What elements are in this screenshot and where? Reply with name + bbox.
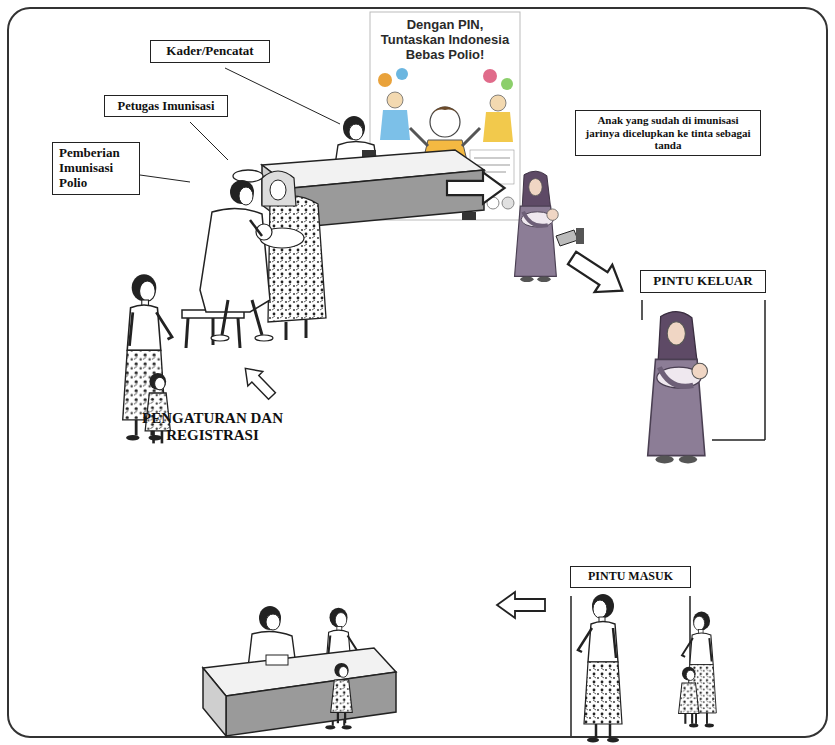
drawing-circle <box>396 68 408 80</box>
drawing-ellipse <box>343 116 365 140</box>
drawing-line <box>474 158 510 159</box>
drawing-line <box>285 322 288 340</box>
drawing-ellipse <box>266 614 280 630</box>
drawing-path <box>262 171 296 206</box>
ink-hand <box>556 228 584 246</box>
label-box: Anak yang sudah di imunisasi jarinya dic… <box>575 110 761 156</box>
drawing-line <box>764 300 766 440</box>
poster-title: Dengan PIN, Tuntaskan Indonesia Bebas Po… <box>373 18 517 63</box>
drawing-rect <box>576 228 584 244</box>
desk <box>203 648 396 736</box>
drawing-path <box>380 110 410 140</box>
mother-figure <box>648 312 708 464</box>
box-text: Anak yang sudah di imunisasi jarinya dic… <box>582 114 754 152</box>
box-text: Kader/Pencatat <box>157 44 263 59</box>
box-text: PINTU MASUK <box>577 570 684 584</box>
label-box: Petugas Imunisasi <box>104 95 228 117</box>
drawing-path <box>268 196 326 322</box>
drawing-ellipse <box>349 124 363 140</box>
drawing-line <box>474 165 510 166</box>
nurse-and-mother <box>182 170 326 348</box>
drawing-line <box>305 320 308 338</box>
box-text: Petugas Imunisasi <box>111 99 221 113</box>
flow-arrow <box>238 361 280 403</box>
label-box: Pemberian Imunisasi Polio <box>52 142 140 195</box>
drawing-circle <box>430 107 460 137</box>
drawing-ellipse <box>239 187 253 205</box>
drawing-line <box>186 318 188 348</box>
drawing-rect <box>462 212 476 220</box>
drawing-ellipse <box>233 170 263 182</box>
label-box: Kader/Pencatat <box>150 40 270 63</box>
drawing-circle <box>501 78 513 90</box>
drawing-path <box>250 220 262 236</box>
drawing-path <box>483 112 513 142</box>
drawing-ellipse <box>259 606 281 630</box>
drawing-ellipse <box>211 335 229 341</box>
woman-figure <box>578 594 622 743</box>
label-box: PINTU KELUAR <box>640 270 766 293</box>
drawing-circle <box>502 197 514 209</box>
box-text: PINTU KELUAR <box>647 274 759 289</box>
drawing-line <box>712 439 765 441</box>
mother-figure <box>515 171 559 282</box>
drawing-circle <box>387 92 403 108</box>
drawing-line <box>238 318 240 348</box>
child-figure <box>679 667 699 724</box>
flow-arrow <box>497 592 545 618</box>
flow-arrow <box>563 244 631 304</box>
drawing-path <box>222 300 262 335</box>
drawing-ellipse <box>270 180 286 200</box>
drawing-polygon <box>226 672 396 736</box>
drawing-line <box>140 175 190 182</box>
label-box: PINTU MASUK <box>570 566 691 588</box>
drawing-circle <box>230 180 254 204</box>
flow-arrow <box>447 172 505 203</box>
drawing-polygon <box>292 170 484 228</box>
drawing-rect <box>266 655 288 665</box>
drawing-line <box>570 596 572 736</box>
drawing-line <box>225 68 340 124</box>
child-figure <box>331 663 353 723</box>
drawing-path <box>410 128 480 146</box>
drawing-circle <box>378 73 392 87</box>
drawing-ellipse <box>255 335 273 341</box>
drawing-line <box>641 300 643 320</box>
drawing-path <box>556 230 578 246</box>
station-label: PENGATURAN DAN REGISTRASI <box>95 410 330 445</box>
drawing-circle <box>490 95 506 111</box>
drawing-line <box>190 122 228 160</box>
box-text: Pemberian Imunisasi Polio <box>59 146 133 191</box>
drawing-path <box>200 208 270 312</box>
drawing-polygon <box>203 668 226 736</box>
drawing-rect <box>8 8 827 737</box>
drawing-path <box>430 107 460 116</box>
drawing-circle <box>483 69 497 83</box>
